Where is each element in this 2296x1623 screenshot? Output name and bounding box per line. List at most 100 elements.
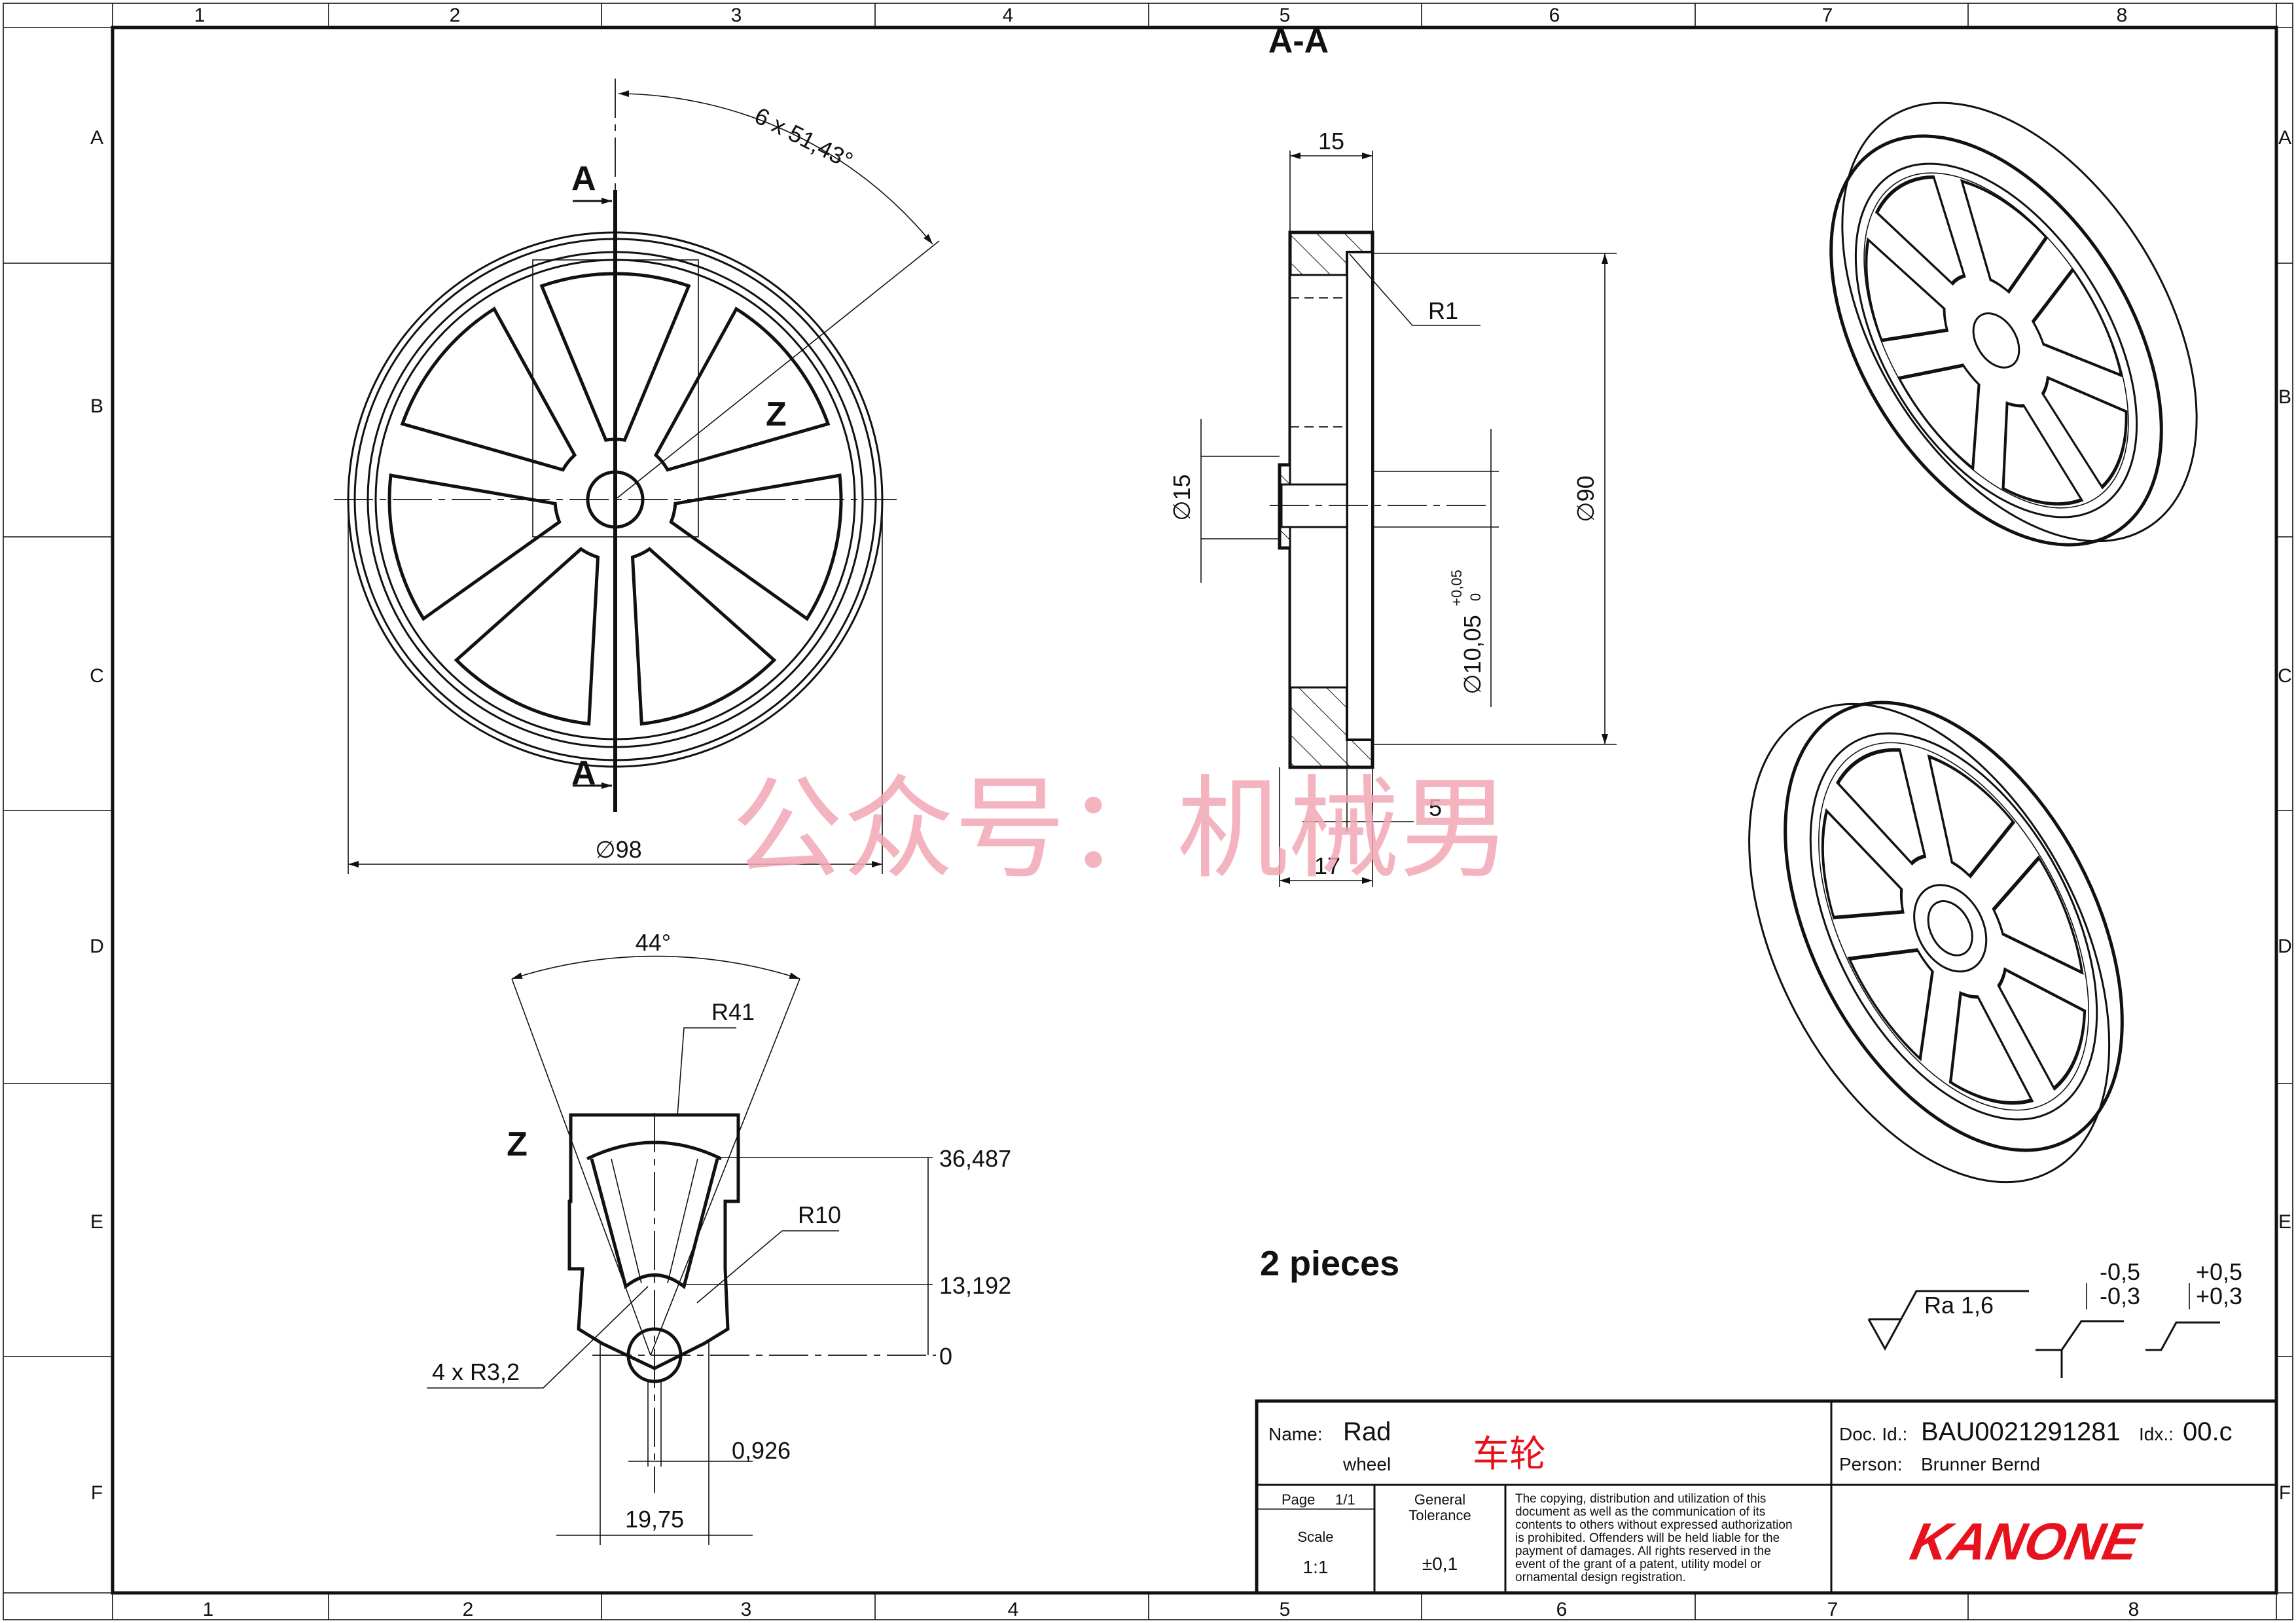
name-sub: wheel: [1342, 1454, 1391, 1474]
isometric-view-top: [1829, 101, 2198, 547]
z-w2-label: 19,75: [625, 1506, 684, 1533]
zone-labels-top: 1 2 3 4 5 6 7 8: [194, 5, 2128, 26]
iso-spoke-opening: [1927, 754, 2016, 879]
iso-top-rim-edge: [1863, 172, 2129, 509]
rim-groove: [1346, 251, 1374, 741]
iso-top-hub: [1972, 312, 2020, 369]
iso-bottom-spokes: [1821, 748, 2087, 1105]
zone-col-6-bottom: 6: [1556, 1599, 1568, 1620]
copyright-line: The copying, distribution and utilizatio…: [1515, 1492, 1766, 1506]
iso-top-inner-rim: [1854, 162, 2138, 519]
isometric-view-bottom: [1748, 701, 2124, 1184]
z-r41-label: R41: [711, 998, 755, 1025]
iso-top-spokes: [1865, 175, 2128, 506]
zone-row-a-right: A: [2278, 127, 2291, 149]
sec-width-15-label: 15: [1318, 128, 1344, 155]
sec-bore-lower-tol: 0: [1467, 593, 1484, 601]
spoke-opening: [669, 473, 843, 621]
sec-17-label: 17: [1314, 852, 1340, 879]
iso-spoke-opening: [1948, 991, 2034, 1105]
sec-bore-upper-tol: +0,05: [1448, 570, 1465, 606]
zone-col-2-bottom: 2: [463, 1599, 474, 1620]
tolerance-label-2: Tolerance: [1408, 1507, 1471, 1523]
zone-col-1-bottom: 1: [203, 1599, 214, 1620]
name-cn: 车轮: [1473, 1433, 1546, 1474]
iso-bottom-hub-bore: [1927, 900, 1973, 957]
zone-row-e-right: E: [2278, 1211, 2291, 1233]
tol-neg-upper: -0,5: [2100, 1258, 2140, 1285]
kanone-logo: KANONE: [1906, 1513, 2147, 1571]
iso-bottom-front-rim: [1784, 701, 2124, 1152]
zone-col-4-bottom: 4: [1008, 1599, 1019, 1620]
zone-row-d-right: D: [2278, 936, 2292, 957]
zone-row-c-right: C: [2278, 665, 2292, 687]
spoke-opening: [387, 473, 562, 621]
title-block: Name: Rad wheel 车轮 Doc. Id.: BAU00212912…: [1255, 1399, 2278, 1595]
copyright-line: is prohibited. Offenders will be held li…: [1515, 1531, 1780, 1545]
tol-pos-upper: +0,5: [2196, 1258, 2242, 1285]
z-w1-label: 0,926: [732, 1437, 791, 1464]
spoke-opening-outline: [590, 1158, 719, 1290]
tolerance-value: ±0,1: [1422, 1554, 1458, 1574]
spoke-opening: [630, 547, 777, 726]
spoke-openings: [387, 272, 843, 726]
sec-d15-label: ∅15: [1168, 474, 1195, 520]
iso-spoke-opening: [2031, 267, 2123, 378]
zone-labels-left: A B C D E F: [90, 127, 104, 1504]
zone-labels-right: A B C D E F: [2278, 127, 2292, 1504]
idx-value: 00.c: [2183, 1417, 2233, 1446]
zone-col-5-bottom: 5: [1280, 1599, 1291, 1620]
iso-spoke-opening: [1865, 237, 1949, 342]
sec-5-label: 5: [1429, 794, 1442, 821]
iso-spoke-opening: [1874, 175, 1966, 286]
zone-row-b: B: [90, 395, 103, 417]
idx-label: Idx.:: [2139, 1424, 2174, 1444]
iso-spoke-opening: [1992, 855, 2084, 976]
copyright-line: event of the grant of a patent, utility …: [1515, 1558, 1762, 1571]
zone-row-d: D: [90, 936, 104, 957]
zone-col-3: 3: [731, 5, 742, 26]
quantity-note: 2 pieces: [1260, 1244, 1399, 1283]
r32-leader: [427, 1286, 649, 1389]
iso-bottom-rim-edge: [1818, 742, 2089, 1111]
zone-col-8: 8: [2117, 5, 2128, 26]
angle-leg-right: [650, 978, 800, 1356]
detail-marker-z: Z: [766, 395, 787, 433]
z-y0-label: 0: [939, 1343, 952, 1370]
person-value: Brunner Bernd: [1921, 1454, 2040, 1474]
web-recess: [1289, 274, 1348, 689]
zone-row-f-right: F: [2279, 1482, 2291, 1504]
sec-r1-label: R1: [1428, 297, 1458, 324]
detail-view-z: Z 44° R41 R10 4 x R3,2 36,487 13,192 0 0…: [427, 929, 1011, 1545]
copyright-line: document as well as the communication of…: [1515, 1505, 1765, 1519]
section-marker-top: A: [571, 160, 596, 198]
sec-d90-label: ∅90: [1572, 475, 1599, 522]
front-view: A A Z 6 x 51,43° ∅98: [334, 79, 940, 874]
iso-spoke-opening: [1835, 748, 1927, 866]
page-label: Page: [1282, 1491, 1315, 1508]
zone-col-4: 4: [1003, 5, 1014, 26]
r41-leader: [677, 1027, 736, 1117]
zone-row-f: F: [91, 1482, 103, 1504]
spoke-opening: [539, 272, 691, 442]
spoke-opening: [653, 306, 831, 472]
section-view-a-a: 15 R1 ∅15 ∅90 ∅10,05 +0,05 0 5 17: [1168, 128, 1617, 887]
name-label: Name:: [1268, 1424, 1322, 1444]
title-block-frame: [1255, 1399, 2278, 1595]
iso-spoke-opening: [1847, 948, 1934, 1062]
zone-labels-bottom: 1 2 3 4 5 6 7 8: [203, 1599, 2140, 1620]
roughness-label: Ra 1,6: [1924, 1292, 1994, 1319]
front-diameter-label: ∅98: [595, 836, 641, 863]
iso-spoke-opening: [1821, 808, 1905, 920]
page-value: 1/1: [1335, 1491, 1355, 1508]
angle-leg-left: [511, 978, 651, 1356]
zone-col-8-bottom: 8: [2128, 1599, 2140, 1620]
doc-id-value: BAU0021291281: [1921, 1417, 2121, 1446]
iso-top-front-rim: [1829, 134, 2163, 547]
z-angle-label: 44°: [636, 929, 671, 956]
copyright-notice: The copying, distribution and utilizatio…: [1515, 1492, 1793, 1584]
r1-leader: [1349, 253, 1480, 326]
z-r32-label: 4 x R3,2: [432, 1359, 520, 1385]
angle-reference-line: [615, 240, 940, 500]
